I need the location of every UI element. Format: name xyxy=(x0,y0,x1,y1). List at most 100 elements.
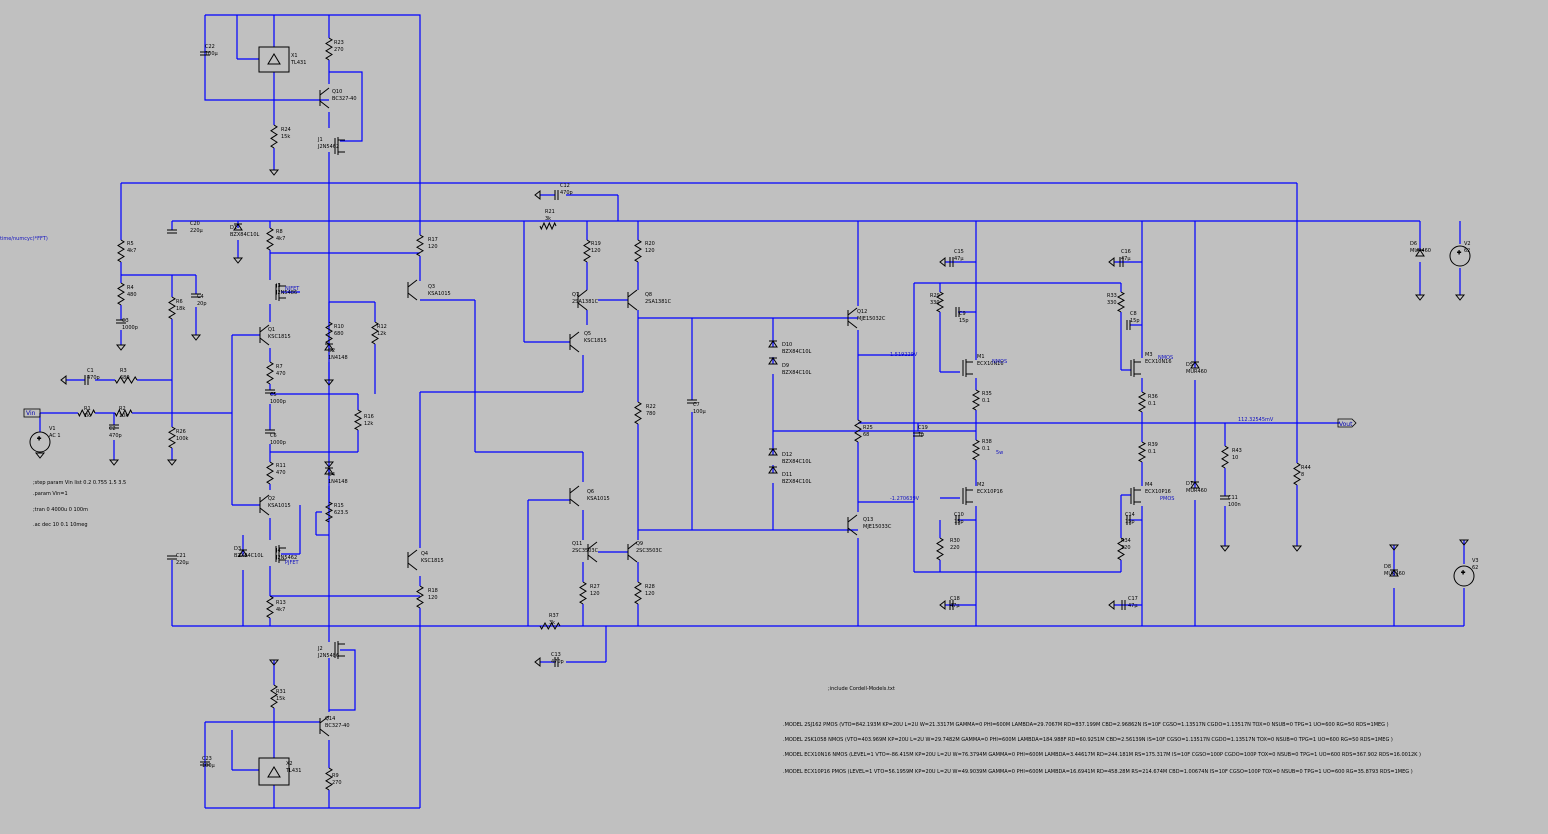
vout-port[interactable] xyxy=(1337,418,1357,428)
directive-ac[interactable]: .ac dec 10 0.1 10meg xyxy=(33,522,88,528)
model-2sk1058[interactable]: .MODEL 2SK1058 NMOS (VTO=403.969M KP=20U… xyxy=(783,737,1393,743)
directive-tran[interactable]: ;tran 0 4000u 0 100m xyxy=(33,507,88,513)
model-ecx10p16[interactable]: .MODEL ECX10P16 PMOS (LEVEL=1 VTO=56.195… xyxy=(783,769,1413,775)
model-2sj162[interactable]: .MODEL 2SJ162 PMOS (VTO=842.193M KP=20U … xyxy=(783,722,1389,728)
directive-param[interactable]: .param Vin=1 xyxy=(33,491,68,497)
vin-port[interactable] xyxy=(23,408,41,418)
model-ecx10n16[interactable]: .MODEL ECX10N16 NMOS (LEVEL=1 VTO=-86.41… xyxy=(783,752,1421,758)
directive-step[interactable]: ;step param Vin list 0.2 0.755 1.5 3.5 xyxy=(33,480,126,486)
